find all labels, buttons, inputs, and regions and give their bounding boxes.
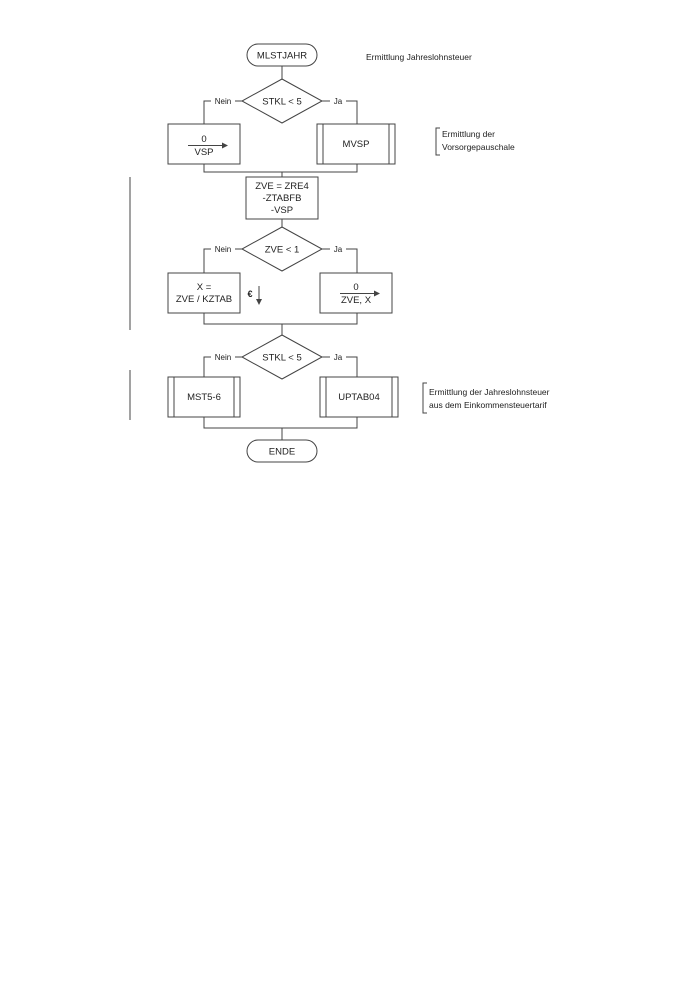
euro-symbol: € [247,289,252,299]
branch-yes-label-3: Ja [334,353,343,362]
merge-line-1 [203,164,358,173]
label-mask [211,352,235,362]
note2-line1: Ermittlung der Jahreslohnsteuer [429,387,550,397]
mvsp-subroutine [316,123,396,165]
label-mask [330,352,346,362]
uptab04-label: UPTAB04 [338,392,380,403]
zve-calc-line2: -ZTABFB [263,193,302,204]
assign-vsp-top: 0 [201,134,206,145]
uptab04-subroutine [319,376,399,418]
decision-stkl-1 [240,78,324,124]
note1-line1: Ermittlung der [442,129,495,139]
x-calc-line2: ZVE / KZTAB [176,294,232,305]
merge-line-2 [203,313,358,325]
mvsp-label: MVSP [343,139,370,150]
mst56-subroutine [167,376,241,418]
label-mask [211,244,235,254]
branch-no-label-3: Nein [215,353,231,362]
assign-vsp-box [167,123,241,165]
note-bracket-2 [422,382,427,414]
decision-stkl-2 [240,334,324,380]
start-label: MLSTJAHR [257,51,307,62]
zve-calc-line3: -VSP [271,205,293,216]
note-bracket-1 [435,127,440,156]
end-label: ENDE [269,447,295,458]
zve-calc-box [245,176,319,220]
zve-calc-line1: ZVE = ZRE4 [255,181,309,192]
label-mask [330,244,346,254]
end-terminal [246,439,318,463]
decision-zve-label: ZVE < 1 [265,245,300,256]
zero-zve-x-top: 0 [353,282,358,293]
branch-no-label-1: Nein [215,97,231,106]
branch-yes-label-1: Ja [334,97,343,106]
decision-stkl-1-label: STKL < 5 [262,97,302,108]
note2-line2: aus dem Einkommensteuertarif [429,400,547,410]
merge-line-3 [203,417,358,429]
branch-no-label-2: Nein [215,245,231,254]
label-mask [211,96,235,106]
title-label: Ermittlung Jahreslohnsteuer [366,52,472,62]
zero-zve-x-bottom: ZVE, X [341,295,372,306]
label-mask [330,96,346,106]
note1-line2: Vorsorgepauschale [442,142,515,152]
x-calc-box [167,272,241,314]
decision-zve [240,226,324,272]
decision-stkl-2-label: STKL < 5 [262,353,302,364]
assign-vsp-bottom: VSP [194,147,213,158]
mst56-label: MST5-6 [187,392,221,403]
branch-yes-label-2: Ja [334,245,343,254]
x-calc-line1: X = [197,282,212,293]
